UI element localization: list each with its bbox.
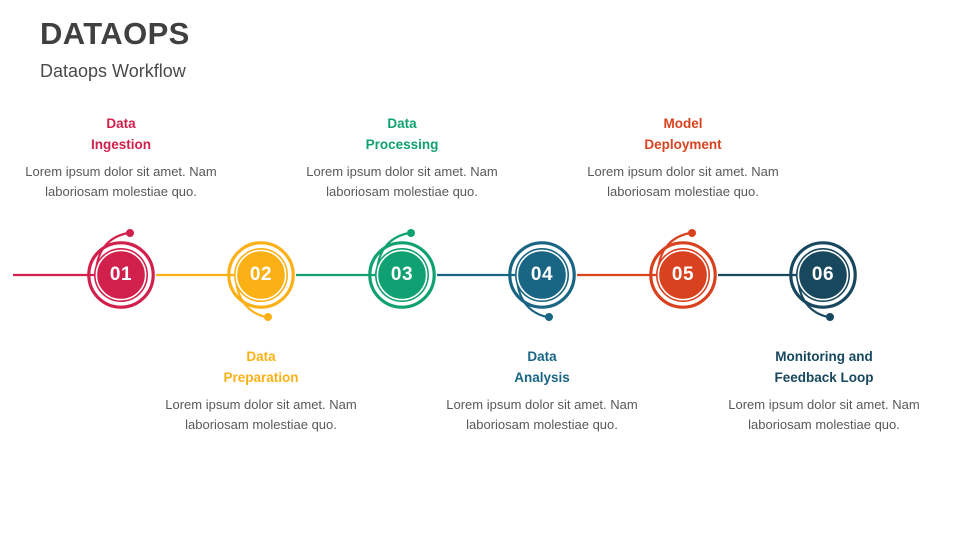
step-title-03-line1: Data <box>387 116 417 131</box>
step-title-02-line2: Preparation <box>223 370 299 385</box>
connector-dot-01 <box>126 229 134 237</box>
step-title-05-line1: Model <box>663 116 703 131</box>
connector-dot-03 <box>407 229 415 237</box>
step-title-06-line1: Monitoring and <box>775 349 873 364</box>
step-text-05: Model Deployment Lorem ipsum dolor sit a… <box>583 113 783 201</box>
step-desc-03: Lorem ipsum dolor sit amet. Nam laborios… <box>306 164 498 199</box>
step-title-05: Model Deployment <box>583 113 783 155</box>
step-node-04[interactable]: 04 <box>508 241 576 309</box>
step-title-02: Data Preparation <box>161 346 361 388</box>
step-desc-04: Lorem ipsum dolor sit amet. Nam laborios… <box>446 397 638 432</box>
step-title-03: Data Processing <box>302 113 502 155</box>
step-title-04-line2: Analysis <box>514 370 570 385</box>
step-title-03-line2: Processing <box>365 137 439 152</box>
step-text-04: Data Analysis Lorem ipsum dolor sit amet… <box>442 346 642 434</box>
connector-dot-05 <box>688 229 696 237</box>
step-title-01-line2: Ingestion <box>91 137 151 152</box>
page-title: DATAOPS <box>40 16 190 51</box>
step-desc-06: Lorem ipsum dolor sit amet. Nam laborios… <box>728 397 920 432</box>
step-text-06: Monitoring and Feedback Loop Lorem ipsum… <box>724 346 924 434</box>
step-text-01: Data Ingestion Lorem ipsum dolor sit ame… <box>21 113 221 201</box>
connector-dot-04 <box>545 313 553 321</box>
step-text-02: Data Preparation Lorem ipsum dolor sit a… <box>161 346 361 434</box>
step-node-02[interactable]: 02 <box>227 241 295 309</box>
connector-dot-02 <box>264 313 272 321</box>
step-title-04-line1: Data <box>527 349 557 364</box>
step-title-01: Data Ingestion <box>21 113 221 155</box>
step-desc-05: Lorem ipsum dolor sit amet. Nam laborios… <box>587 164 779 199</box>
step-title-06-line2: Feedback Loop <box>774 370 874 385</box>
step-node-01[interactable]: 01 <box>87 241 155 309</box>
step-node-03[interactable]: 03 <box>368 241 436 309</box>
step-title-05-line2: Deployment <box>644 137 722 152</box>
step-desc-01: Lorem ipsum dolor sit amet. Nam laborios… <box>25 164 217 199</box>
step-node-05[interactable]: 05 <box>649 241 717 309</box>
step-node-06[interactable]: 06 <box>789 241 857 309</box>
step-title-01-line1: Data <box>106 116 136 131</box>
step-text-03: Data Processing Lorem ipsum dolor sit am… <box>302 113 502 201</box>
slide-header: DATAOPS Dataops Workflow <box>40 14 660 84</box>
connector-dot-06 <box>826 313 834 321</box>
page-subtitle: Dataops Workflow <box>40 61 186 81</box>
step-title-06: Monitoring and Feedback Loop <box>724 346 924 388</box>
step-desc-02: Lorem ipsum dolor sit amet. Nam laborios… <box>165 397 357 432</box>
step-title-04: Data Analysis <box>442 346 642 388</box>
step-title-02-line1: Data <box>246 349 276 364</box>
